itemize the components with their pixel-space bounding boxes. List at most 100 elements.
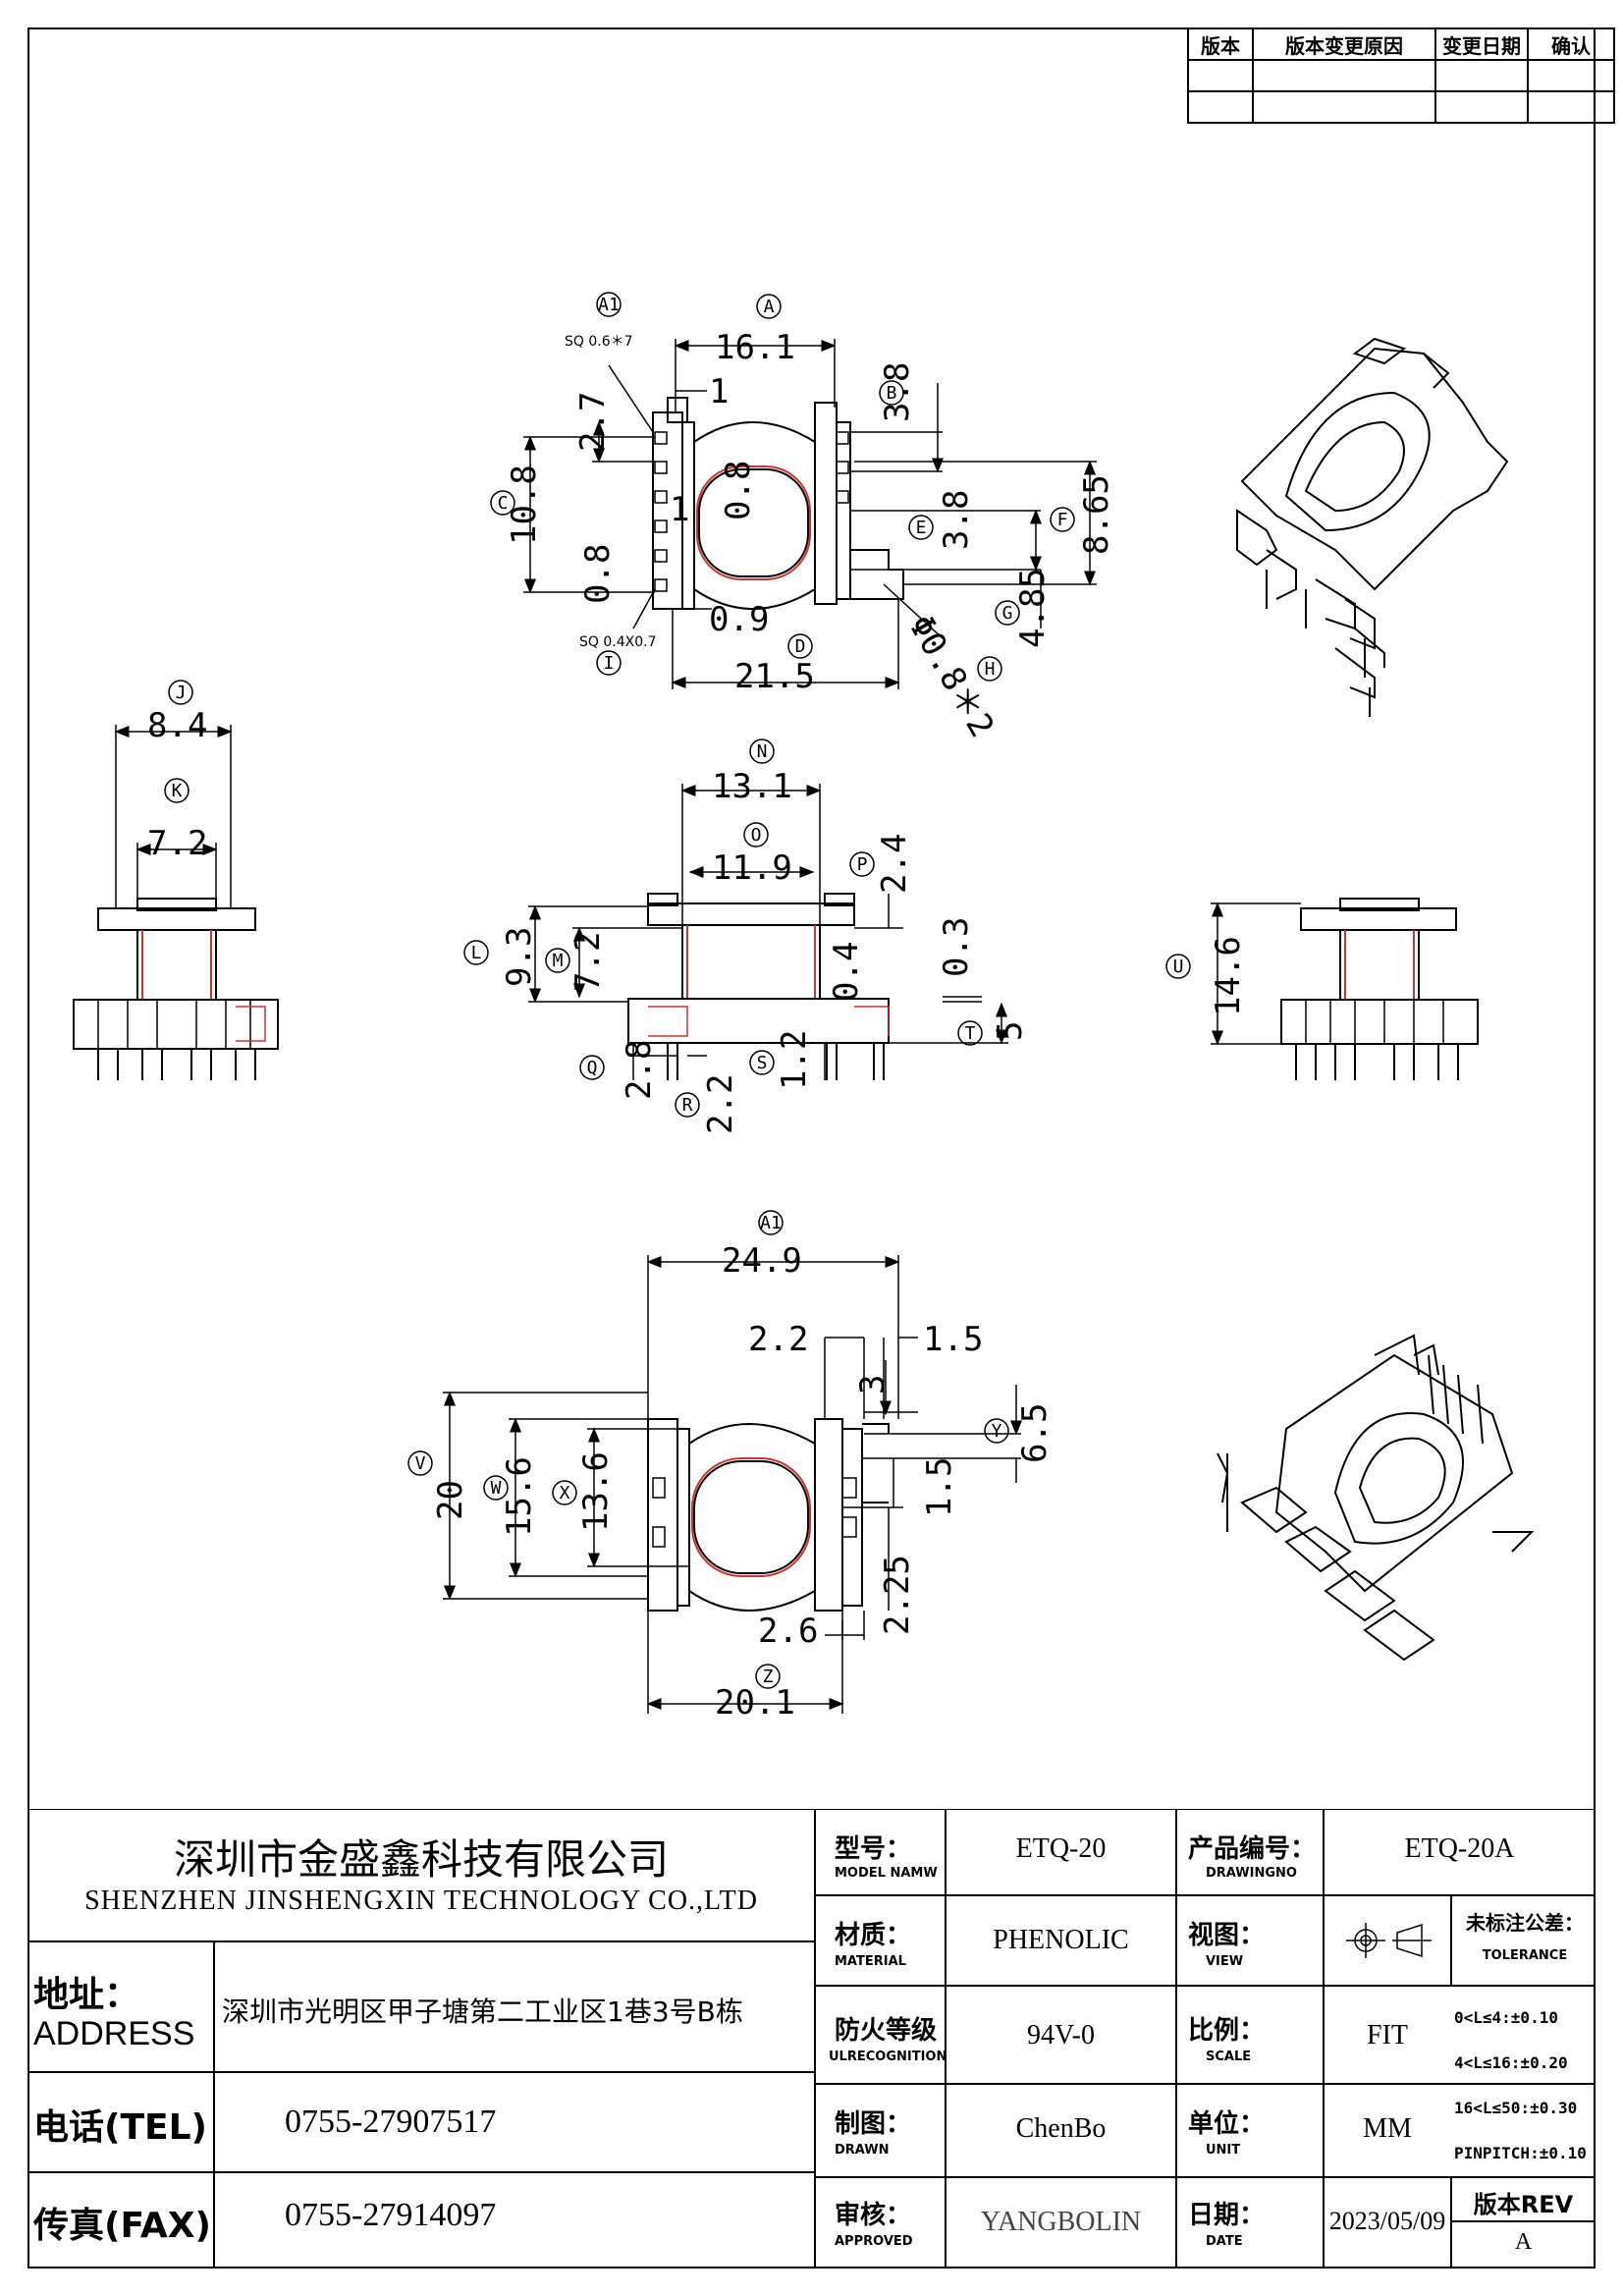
dim-1.5b: 1.5 [920, 1457, 959, 1517]
dim-P: 2.4 [875, 834, 914, 894]
dim-Q: 2.8 [620, 1040, 659, 1100]
isometric-view-2 [1217, 1334, 1535, 1662]
dim-A: 16.1 [715, 328, 795, 367]
front-view-dims [528, 784, 1008, 1080]
top-view [652, 397, 904, 610]
model-label-en: MODEL NAMW [835, 1866, 938, 1881]
dim-V: 20 [431, 1480, 470, 1520]
callout-S: S [757, 1053, 768, 1073]
unit-value: MM [1363, 2113, 1412, 2144]
callout-M: M [553, 951, 564, 971]
rev-cell [1527, 59, 1615, 92]
dim-W: 15.6 [500, 1456, 539, 1537]
rev-header-reason: 版本变更原因 [1252, 27, 1436, 61]
top-view-text: 16.1 1 3.8 2.7 10.8 1 0.8 3.8 8.65 0.8 0… [505, 328, 1116, 744]
dim-0.9: 0.9 [709, 600, 769, 639]
dim-Y: 6.5 [1015, 1403, 1055, 1463]
date-label-en: DATE [1206, 2234, 1243, 2249]
tolerance-label-en: TOLERANCE [1482, 1948, 1568, 1963]
model-label-cn: 型号： [835, 1834, 912, 1864]
drawingno-label-cn: 产品编号： [1188, 1834, 1317, 1864]
callout-K: K [172, 781, 183, 801]
rev-cell [1187, 90, 1254, 124]
date-label-cn: 日期： [1188, 2201, 1266, 2230]
unit-label-en: UNIT [1206, 2143, 1241, 2158]
callout-P: P [857, 854, 868, 875]
address-value: 深圳市光明区甲子塘第二工业区1巷3号B栋 [222, 1995, 743, 2028]
projection-symbol-icon [1346, 1923, 1432, 1958]
top-view-callouts [490, 292, 1075, 682]
dim-3: 3 [853, 1375, 893, 1394]
callout-L: L [471, 943, 482, 963]
dim-O: 11.9 [712, 848, 792, 888]
dim-0.4: 0.4 [827, 942, 866, 1002]
bottom-view-callout-labels: A1 V W X Y Z [415, 1213, 1002, 1687]
bottom-view-callouts [407, 1210, 1009, 1689]
fire-label-cn: 防火等级 [835, 2016, 938, 2046]
dim-1.5: 1.5 [923, 1320, 983, 1359]
pin-note-top: SQ 0.6＊7 [565, 334, 633, 350]
company-name-cn: 深圳市金盛鑫科技有限公司 [173, 1835, 669, 1884]
dim-2.2: 2.2 [748, 1320, 808, 1359]
scale-label-en: SCALE [1206, 2050, 1252, 2064]
approved-value: YANGBOLIN [980, 2207, 1142, 2237]
drawn-value: ChenBo [1015, 2113, 1107, 2144]
callout-T: T [965, 1023, 976, 1044]
dim-A1: 24.9 [722, 1241, 802, 1281]
dim-L: 9.3 [500, 927, 539, 987]
callout-Y: Y [992, 1421, 1002, 1442]
tolerance-item: 4<L≤16:±0.20 [1454, 2053, 1568, 2072]
left-side-dims [114, 680, 233, 908]
bottom-view-dims [443, 1255, 1022, 1714]
callout-O: O [751, 825, 762, 846]
top-view-callout-labels: A1 A B C E F G D I H [498, 295, 1068, 680]
rev-header-date: 变更日期 [1434, 27, 1529, 61]
dim-0.8b: 0.8 [578, 544, 618, 604]
rev-value: A [1514, 2229, 1533, 2255]
drawn-label-en: DRAWN [835, 2143, 890, 2158]
tolerance-item: 16<L≤50:±0.30 [1454, 2099, 1578, 2117]
company-name-en: SHENZHEN JINSHENGXIN TECHNOLOGY CO.,LTD [84, 1886, 758, 1916]
tolerance-item: PINPITCH:±0.10 [1454, 2144, 1587, 2162]
dim-0.8: 0.8 [719, 461, 758, 520]
right-side-text: 14.6 U [1173, 936, 1248, 1016]
callout-E: E [916, 518, 927, 538]
rev-label: 版本REV [1473, 2191, 1574, 2218]
material-label-cn: 材质： [835, 1921, 912, 1950]
callout-X: X [560, 1483, 570, 1503]
rev-header-version: 版本 [1187, 27, 1254, 61]
dim-U: 14.6 [1209, 936, 1248, 1016]
dim-1b: 1 [670, 490, 689, 529]
fire-label-en: ULRECOGNITION [829, 2050, 947, 2064]
dim-2.25: 2.25 [878, 1555, 917, 1635]
dim-R: 2.2 [701, 1074, 740, 1134]
dim-G: 4.85 [1013, 568, 1053, 648]
callout-F: F [1057, 510, 1068, 530]
drawing-frame [27, 27, 1596, 2269]
title-block: 深圳市金盛鑫科技有限公司 SHENZHEN JINSHENGXIN TECHNO… [27, 1809, 1596, 2269]
dim-D: 21.5 [734, 657, 815, 696]
callout-H: H [985, 659, 996, 680]
callout-B: B [887, 383, 897, 404]
isometric-view-1 [1236, 337, 1509, 717]
rev-cell [1252, 90, 1436, 124]
front-view-callouts [463, 738, 983, 1118]
address-label-cn: 地址： [33, 1975, 140, 2015]
top-view-dims [523, 339, 1097, 689]
right-side-view [1280, 898, 1479, 1080]
dim-M: 7.2 [568, 932, 608, 992]
bottom-view [647, 1418, 890, 1612]
dim-F: 8.65 [1077, 474, 1116, 555]
dim-K: 7.2 [147, 824, 207, 863]
fax-value: 0755-27914097 [285, 2197, 497, 2233]
rev-cell [1527, 90, 1615, 124]
drawingno-label-en: DRAWINGNO [1206, 1866, 1297, 1881]
rev-header-confirm: 确认 [1527, 27, 1615, 61]
tel-value: 0755-27907517 [285, 2104, 497, 2140]
dim-2.6: 2.6 [758, 1612, 818, 1651]
approved-label-en: APPROVED [835, 2234, 913, 2249]
tolerance-label-cn: 未标注公差： [1466, 1911, 1584, 1935]
revision-table: 版本 版本变更原因 变更日期 确认 [1187, 27, 1615, 124]
drawingno-value: ETQ-20A [1404, 1833, 1515, 1864]
